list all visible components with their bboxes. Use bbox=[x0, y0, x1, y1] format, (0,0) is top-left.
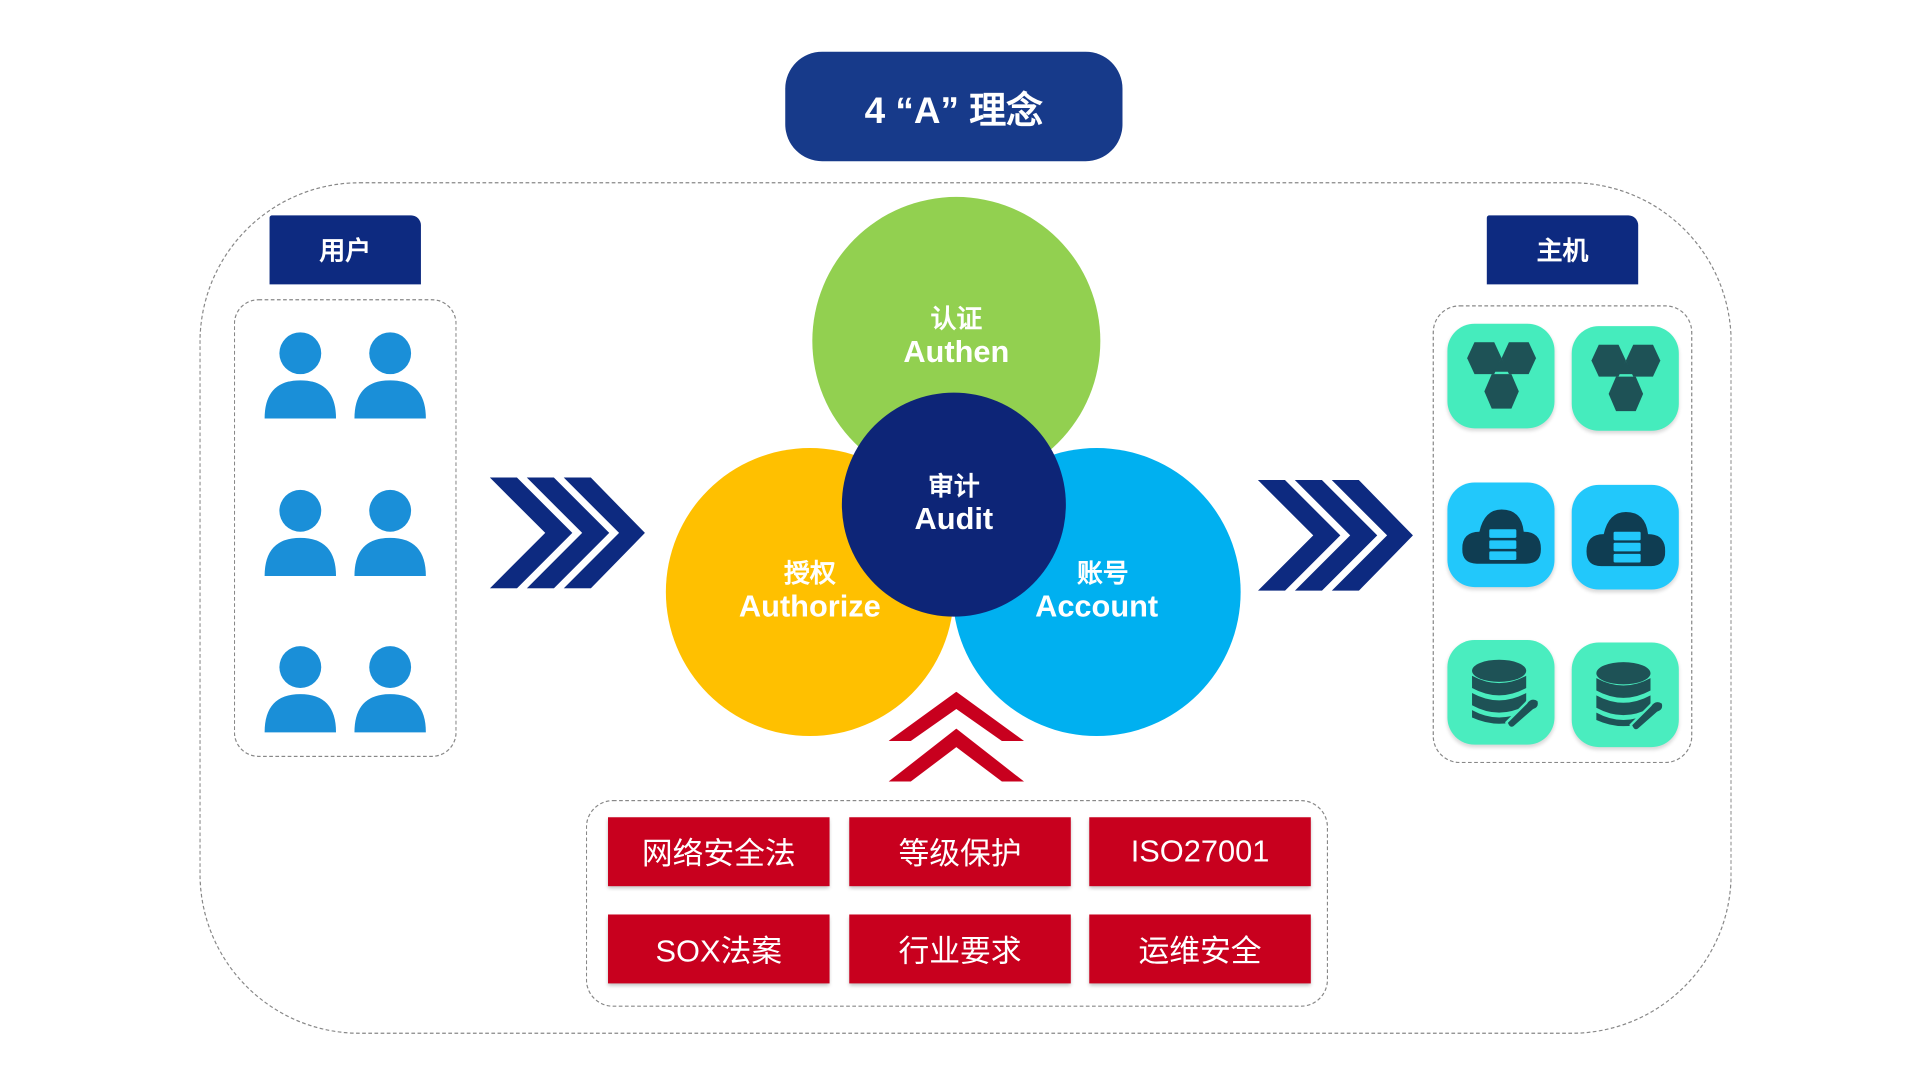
audit-zh: 审计 bbox=[928, 472, 980, 501]
account-en: Account bbox=[1035, 589, 1159, 624]
authen-zh: 认证 bbox=[930, 305, 983, 334]
hexagon-cluster-icon bbox=[1466, 341, 1536, 409]
database-wrench-icon bbox=[1471, 659, 1540, 729]
chevron-right-icon bbox=[489, 477, 645, 589]
compliance-item: ISO27001 bbox=[1089, 817, 1311, 887]
user-icon bbox=[264, 489, 337, 577]
database-wrench-icon bbox=[1595, 661, 1665, 732]
compliance-item: SOX法案 bbox=[608, 914, 830, 984]
compliance-item: 行业要求 bbox=[849, 914, 1071, 984]
cloud-server-tile bbox=[1447, 482, 1555, 588]
user-icon bbox=[354, 332, 426, 419]
authen-en: Authen bbox=[903, 334, 1010, 370]
cluster-tile bbox=[1447, 323, 1555, 429]
cloud-server-icon bbox=[1461, 508, 1541, 564]
user-icon bbox=[354, 489, 426, 577]
hosts-box bbox=[1432, 305, 1693, 764]
users-group bbox=[264, 332, 426, 733]
chevron-up-icon bbox=[888, 691, 1025, 782]
cloud-server-icon bbox=[1585, 511, 1665, 566]
hosts-label: 主机 bbox=[1486, 215, 1639, 285]
compliance-item: 等级保护 bbox=[849, 817, 1071, 887]
cluster-tile bbox=[1571, 326, 1679, 431]
users-box bbox=[233, 299, 457, 757]
user-icon bbox=[264, 646, 337, 733]
cloud-server-tile bbox=[1571, 484, 1679, 590]
compliance-item: 运维安全 bbox=[1089, 914, 1311, 984]
audit-en: Audit bbox=[914, 501, 994, 537]
compliance-item: 网络安全法 bbox=[608, 817, 830, 887]
users-label: 用户 bbox=[269, 215, 421, 285]
compliance-box bbox=[585, 800, 1329, 1007]
database-tile bbox=[1447, 640, 1555, 745]
authorize-en: Authorize bbox=[738, 589, 881, 624]
main-container bbox=[199, 182, 1732, 1034]
database-tile bbox=[1571, 642, 1679, 748]
title-banner: 4 “A” 理念 bbox=[785, 51, 1123, 162]
authorize-zh: 授权 bbox=[784, 559, 836, 588]
user-icon bbox=[354, 646, 426, 733]
chevron-right-icon bbox=[1257, 480, 1413, 591]
hexagon-cluster-icon bbox=[1590, 344, 1660, 411]
user-icon bbox=[264, 332, 337, 419]
account-zh: 账号 bbox=[1076, 559, 1129, 588]
circle-audit: 审计 Audit bbox=[841, 392, 1066, 617]
